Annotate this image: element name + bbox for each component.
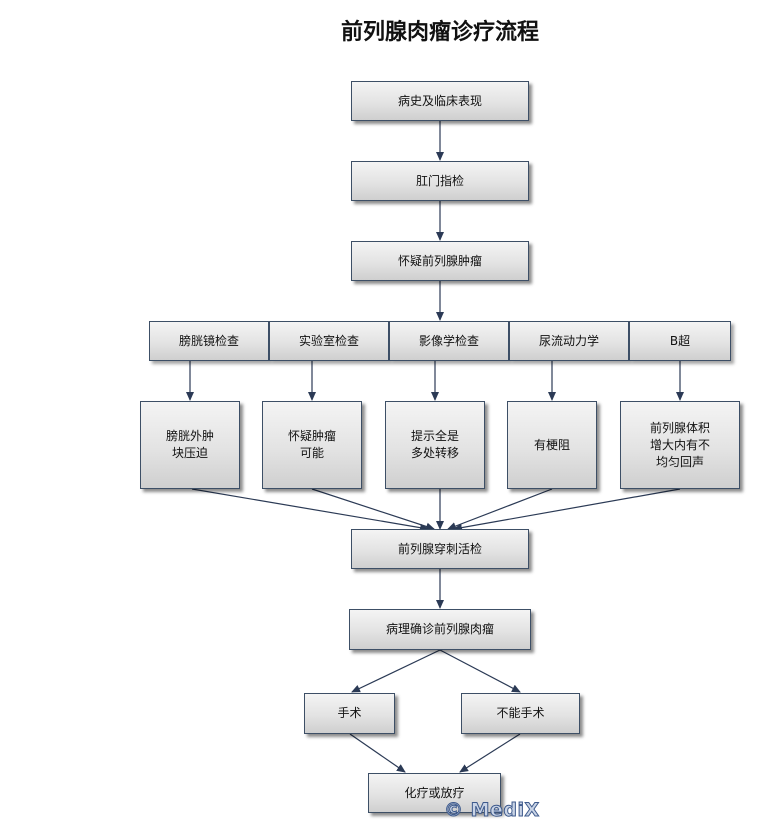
node-exam-cystoscopy: 膀胱镜检查 xyxy=(149,321,269,361)
node-no-surgery: 不能手术 xyxy=(461,693,580,734)
node-chemo-radio: 化疗或放疗 xyxy=(368,773,501,813)
node-exam-urodynamics: 尿流动力学 xyxy=(509,321,629,361)
node-result-bladder: 膀胱外肿 块压迫 xyxy=(140,401,240,489)
node-result-obstruction: 有梗阻 xyxy=(507,401,597,489)
node-dre: 肛门指检 xyxy=(351,161,529,201)
node-exam-lab: 实验室检查 xyxy=(269,321,389,361)
node-exam-imaging: 影像学检查 xyxy=(389,321,509,361)
node-result-suspect: 怀疑肿瘤 可能 xyxy=(262,401,362,489)
page-title: 前列腺肉瘤诊疗流程 xyxy=(340,20,539,45)
node-biopsy: 前列腺穿刺活检 xyxy=(351,529,529,569)
node-result-metastasis: 提示全是 多处转移 xyxy=(385,401,485,489)
edge-surgery-chemo xyxy=(349,733,406,773)
node-surgery: 手术 xyxy=(304,693,395,734)
watermark-logo: © MediX xyxy=(444,799,540,822)
node-suspect: 怀疑前列腺肿瘤 xyxy=(351,241,529,281)
edge-pathology-surgery xyxy=(351,649,441,693)
edge-suspect-biopsy xyxy=(311,488,435,531)
edge-bladder-biopsy xyxy=(191,488,429,532)
node-exam-bultrasound: B超 xyxy=(629,321,731,361)
node-history: 病史及临床表现 xyxy=(351,81,529,121)
edge-pathology-nosurgery xyxy=(439,649,521,693)
edge-enlarged-biopsy xyxy=(453,488,681,532)
node-result-enlarged: 前列腺体积 增大内有不 均匀回声 xyxy=(620,401,740,489)
edge-obstruction-biopsy xyxy=(447,488,553,530)
edge-nosurgery-chemo xyxy=(459,733,521,773)
node-pathology: 病理确诊前列腺肉瘤 xyxy=(349,609,531,650)
